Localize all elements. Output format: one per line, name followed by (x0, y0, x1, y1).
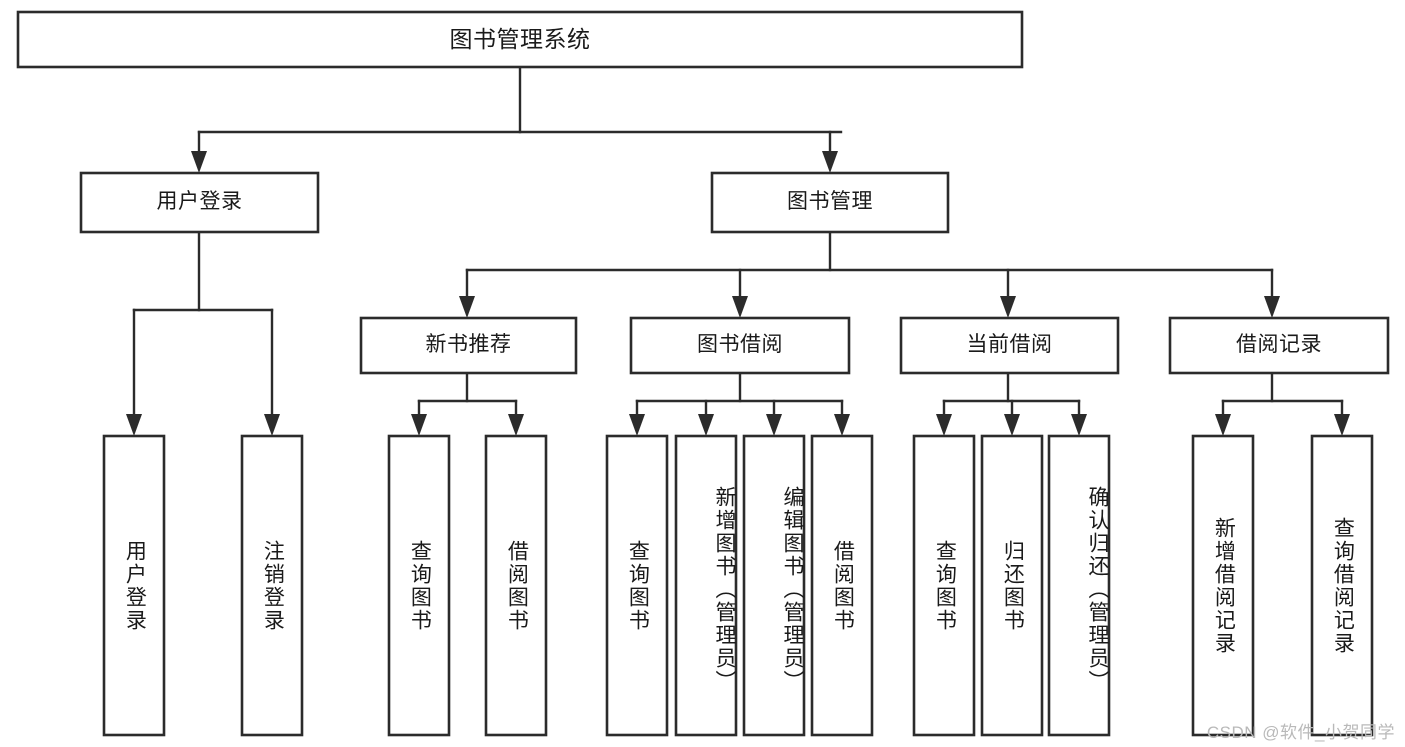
node-box-leaf-logout[interactable] (240, 434, 304, 737)
node-box-layer (16, 10, 1390, 737)
node-box-leaf-query-book-a[interactable] (387, 434, 451, 737)
node-box-user-login[interactable] (79, 171, 320, 234)
node-box-book-manage[interactable] (710, 171, 950, 234)
arrow-to-leaf-confirm-return (1071, 414, 1087, 436)
arrow-to-leaf-add-book (698, 414, 714, 436)
node-box-leaf-confirm-return[interactable] (1047, 434, 1111, 737)
arrow-to-leaf-query-book-c (936, 414, 952, 436)
arrow-root-to-book-manage (822, 151, 838, 173)
connector-layer (126, 65, 1350, 436)
node-box-leaf-query-book-b[interactable] (605, 434, 669, 737)
node-box-leaf-query-record[interactable] (1310, 434, 1374, 737)
node-box-current-borrow[interactable] (899, 316, 1120, 375)
arrow-to-borrow-record (1264, 296, 1280, 318)
node-box-leaf-add-record[interactable] (1191, 434, 1255, 737)
node-box-new-book-rec[interactable] (359, 316, 578, 375)
node-box-leaf-borrow-book-b[interactable] (810, 434, 874, 737)
node-box-leaf-edit-book[interactable] (742, 434, 806, 737)
arrow-to-leaf-logout (264, 414, 280, 436)
node-box-leaf-user-login[interactable] (102, 434, 166, 737)
arrow-root-to-user-login (191, 151, 207, 173)
arrow-to-leaf-return-book (1004, 414, 1020, 436)
node-box-leaf-return-book[interactable] (980, 434, 1044, 737)
arrow-to-leaf-user-login (126, 414, 142, 436)
node-box-leaf-borrow-book-a[interactable] (484, 434, 548, 737)
arrow-to-leaf-borrow-book-b (834, 414, 850, 436)
arrow-to-leaf-query-book-b (629, 414, 645, 436)
arrow-to-new-book-rec (459, 296, 475, 318)
node-box-leaf-add-book[interactable] (674, 434, 738, 737)
arrow-to-book-borrow (732, 296, 748, 318)
arrow-to-leaf-edit-book (766, 414, 782, 436)
arrow-to-leaf-add-record (1215, 414, 1231, 436)
node-box-book-borrow[interactable] (629, 316, 851, 375)
node-box-leaf-query-book-c[interactable] (912, 434, 976, 737)
arrow-to-current-borrow (1000, 296, 1016, 318)
arrow-to-leaf-query-record (1334, 414, 1350, 436)
node-box-root[interactable] (16, 10, 1024, 69)
arrow-to-leaf-borrow-book-a (508, 414, 524, 436)
node-box-borrow-record[interactable] (1168, 316, 1390, 375)
arrow-to-leaf-query-book-a (411, 414, 427, 436)
csdn-watermark: CSDN @软件_小贺同学 (1206, 723, 1395, 742)
